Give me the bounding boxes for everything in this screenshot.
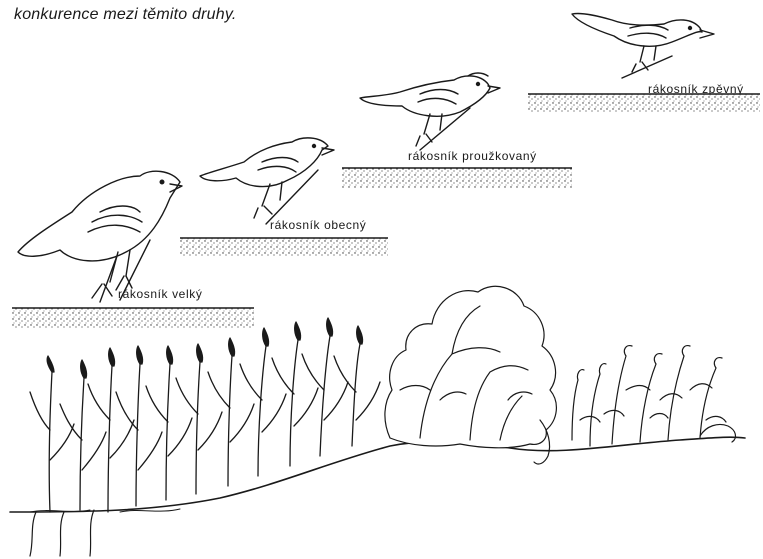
herbs	[572, 346, 735, 446]
habitat-bar-great-reed-warbler	[12, 308, 254, 328]
bird-reed-warbler	[200, 138, 334, 224]
reed-bed	[30, 318, 380, 512]
habitat-bar-sedge-warbler	[342, 168, 572, 188]
bird-great-reed-warbler	[18, 171, 182, 302]
bird-marsh-warbler	[572, 13, 714, 78]
ground-roots	[30, 510, 94, 556]
habitat-bar-marsh-warbler	[528, 94, 760, 112]
ground-line	[10, 437, 745, 512]
shrubs	[385, 286, 556, 464]
habitat-bar-reed-warbler	[180, 238, 388, 256]
bird-sedge-warbler	[360, 73, 500, 150]
